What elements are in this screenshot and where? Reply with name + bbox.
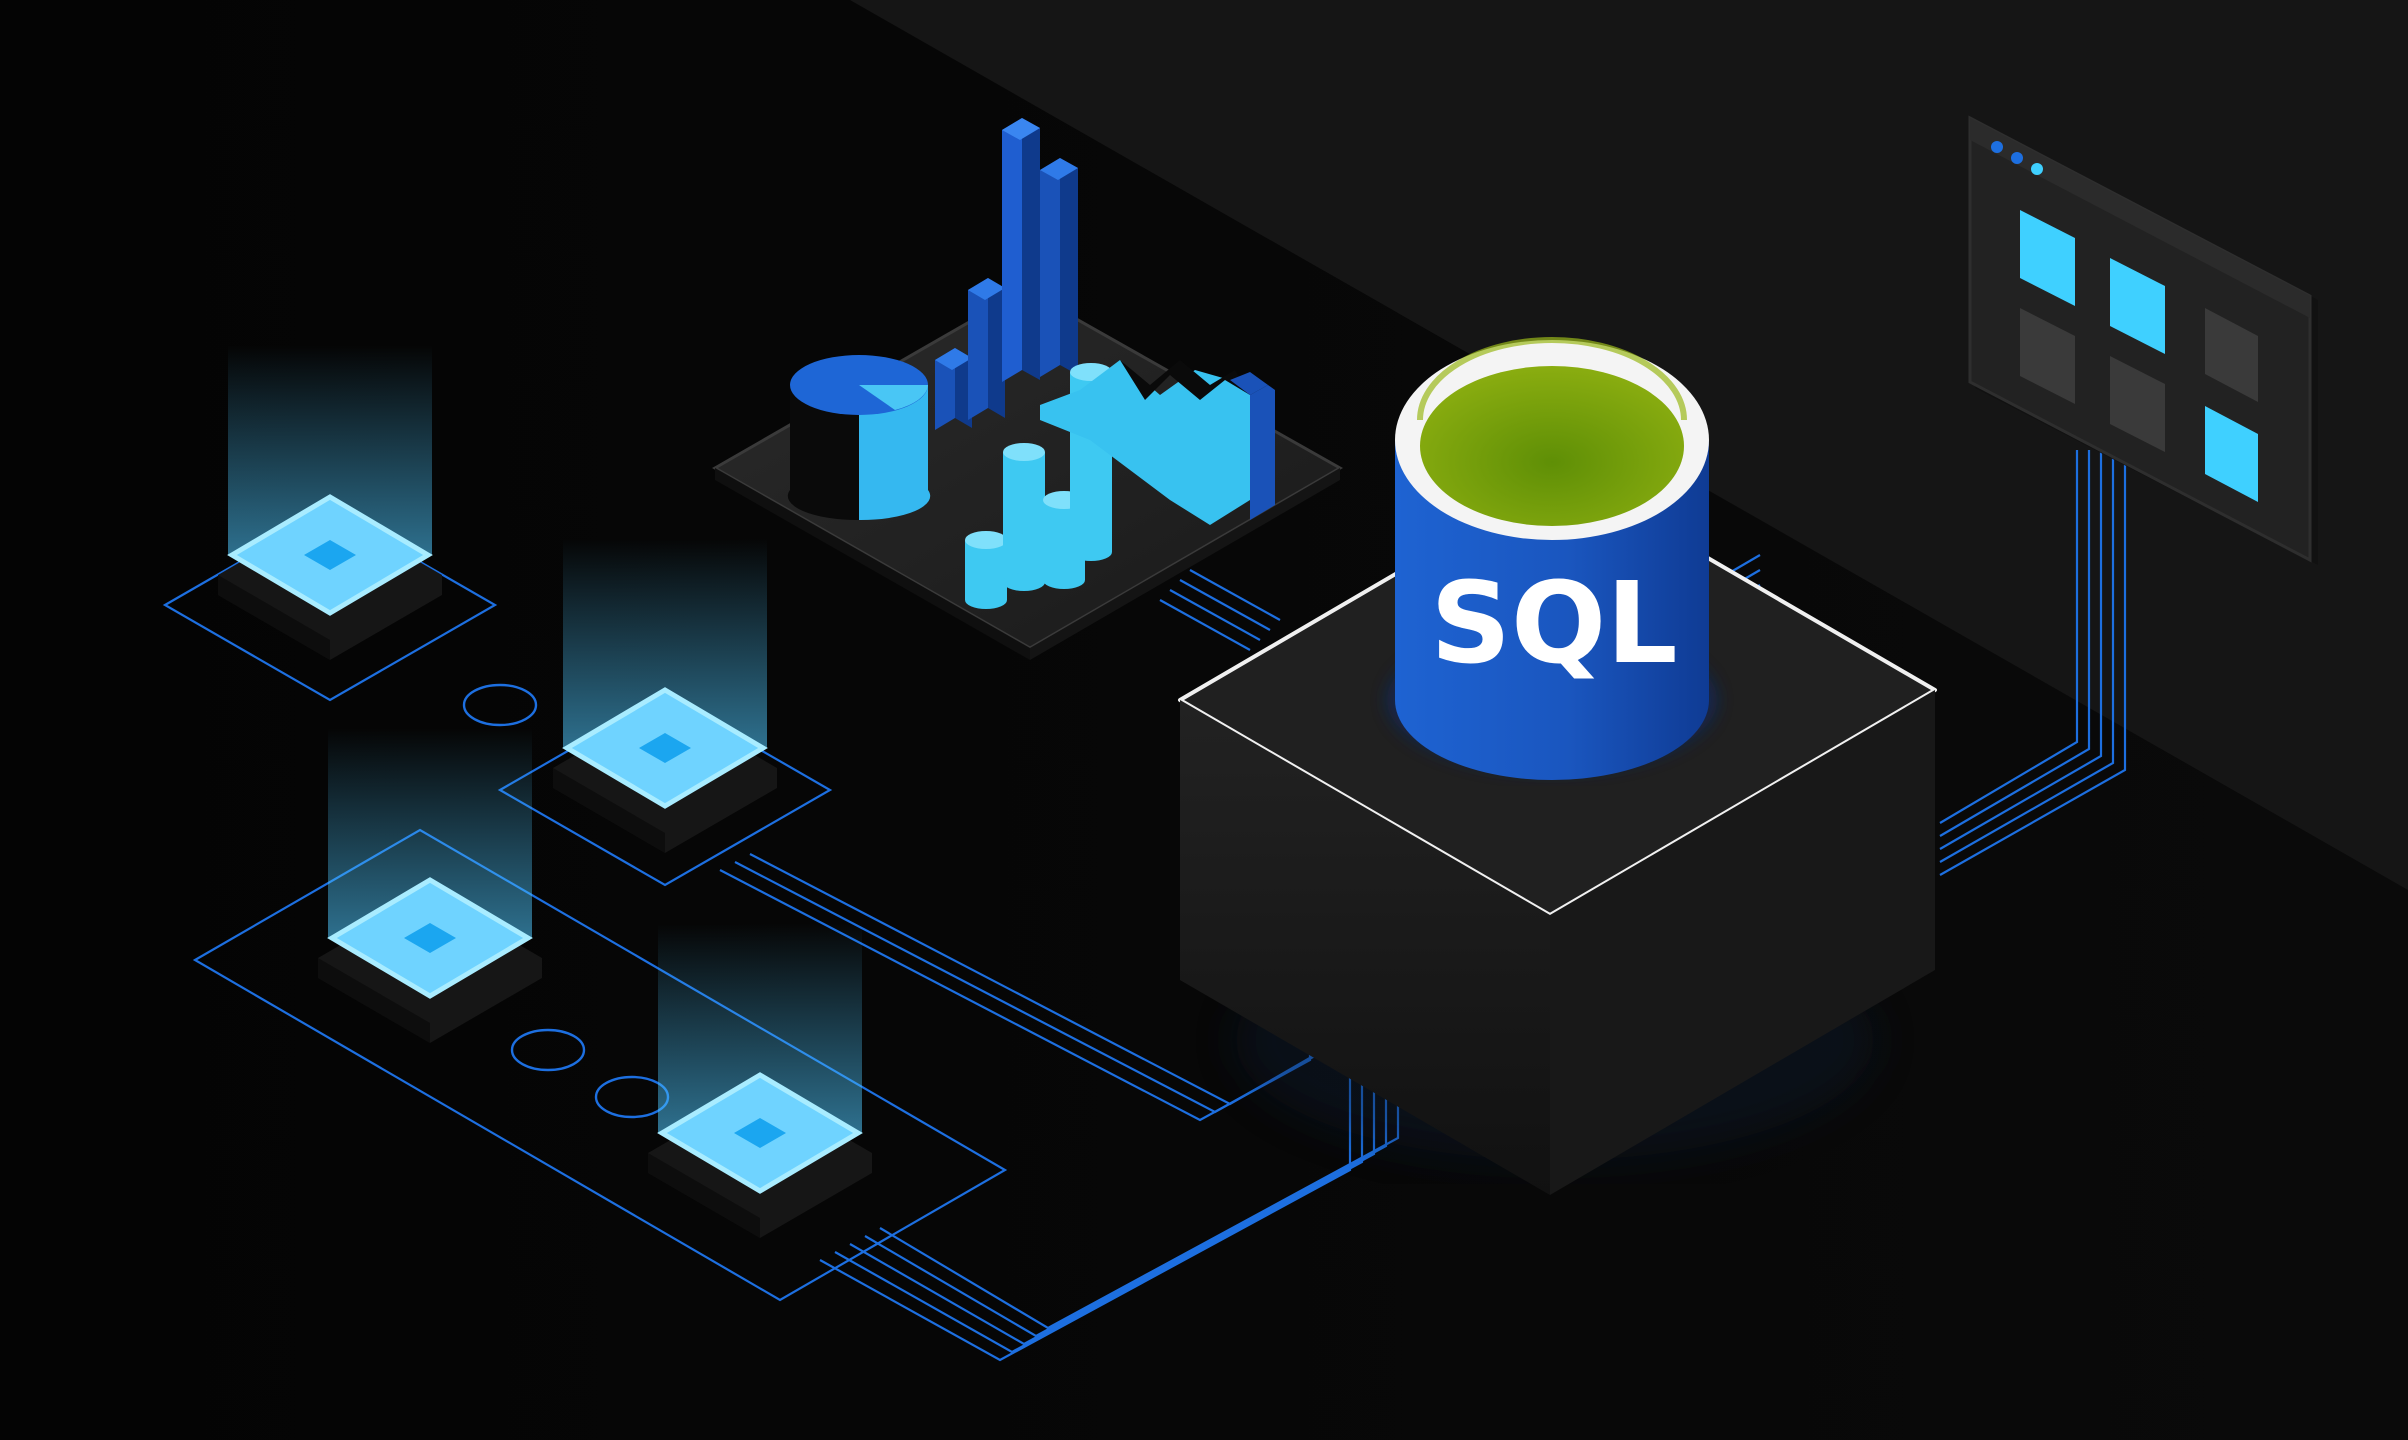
cloud-node-icon (318, 728, 542, 1043)
window-tile (2110, 258, 2165, 354)
window-dot-icon (2011, 152, 2023, 164)
app-window-icon (1968, 115, 2318, 565)
cloud-node-icon (218, 345, 442, 660)
window-dot-icon (1991, 141, 2003, 153)
cylinder-bars-3d (965, 363, 1112, 609)
analytics-charts-icon (711, 118, 1344, 660)
cloud-node-icon (553, 538, 777, 853)
window-tile (2205, 308, 2258, 402)
pie-chart-cylinder (787, 355, 931, 521)
node-group (218, 345, 872, 1238)
bar-chart-3d (935, 118, 1078, 430)
cloud-node-icon (648, 923, 872, 1238)
window-tile (2020, 308, 2075, 404)
sql-label: SQL (1430, 559, 1677, 689)
sql-database-icon: SQL (1387, 337, 1717, 780)
window-tile (2110, 356, 2165, 452)
window-tile (2020, 210, 2075, 306)
window-tile (2205, 406, 2258, 502)
window-dot-icon (2031, 163, 2043, 175)
area-chart-3d (1040, 360, 1275, 525)
